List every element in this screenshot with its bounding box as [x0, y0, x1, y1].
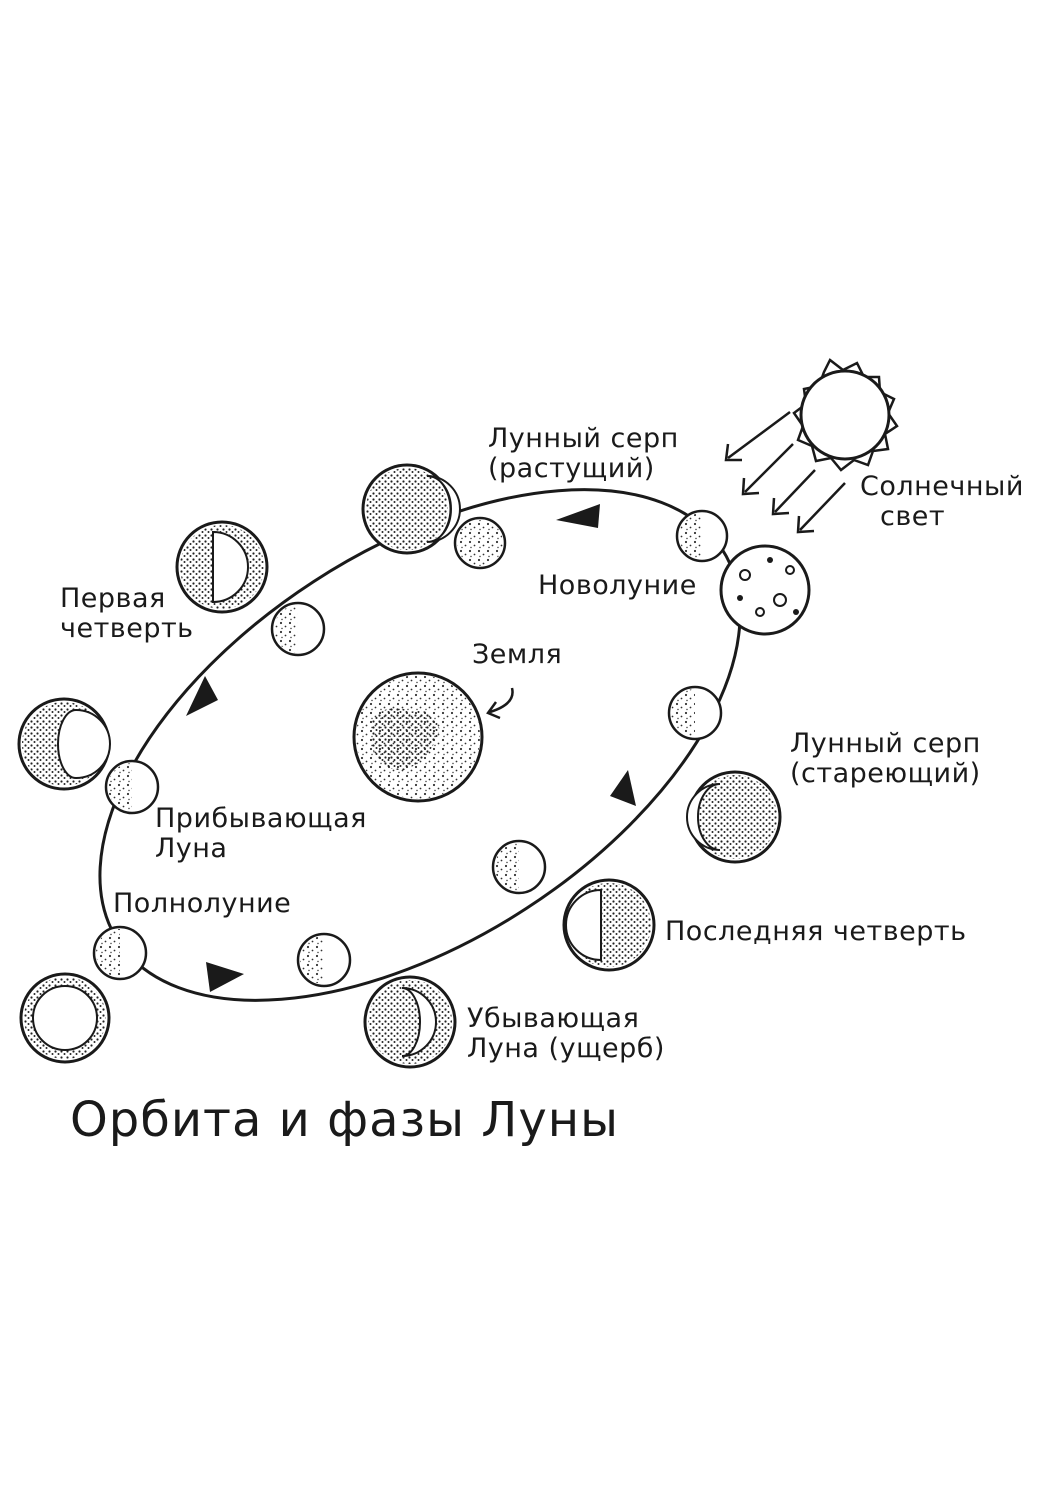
moon-phase-icon: [361, 463, 461, 555]
new-moon: [719, 544, 811, 636]
earth-icon: [352, 671, 484, 803]
moon-phase-icon: [19, 972, 111, 1064]
label-new-moon: Новолуние: [538, 570, 697, 601]
orbit-arrow-icon: [206, 962, 244, 992]
label-earth: Земля: [472, 639, 563, 670]
sunlight-arrow-icon: [771, 469, 816, 516]
earth-pointer-arrow: [486, 687, 514, 720]
label-first-quarter: Первая четверть: [60, 583, 194, 644]
sunlight-arrows: [724, 410, 846, 534]
orbit-moon: [92, 925, 148, 981]
moon-phase-icon: [175, 520, 269, 614]
moon-phase-icon: [562, 878, 656, 972]
orbit-arrow-icon: [610, 770, 636, 806]
moon-phase-icon: [363, 975, 457, 1069]
label-full-moon: Полнолуние: [113, 888, 292, 919]
orbit-moon: [104, 759, 160, 815]
sunlight-arrow-icon: [796, 482, 846, 534]
sunlight-arrow-icon: [741, 443, 794, 496]
label-waning-gibbous: Убывающая Луна (ущерб): [467, 1003, 665, 1064]
orbit-moon: [667, 685, 723, 741]
orbit-moons: [92, 509, 729, 988]
sunlight-arrow-icon: [724, 410, 791, 462]
orbit-moon: [453, 516, 507, 570]
label-last-quarter: Последняя четверть: [665, 916, 967, 947]
moon-phase-icon: [686, 770, 782, 864]
label-waxing-gibbous: Прибывающая Луна: [155, 803, 367, 864]
orbit-moon: [491, 839, 547, 895]
orbit-arrow-icon: [556, 504, 600, 528]
diagram-title: Орбита и фазы Луны: [70, 1092, 620, 1148]
orbit-arrow-icon: [186, 676, 218, 716]
orbit-moon: [675, 509, 729, 563]
orbit-moon: [296, 932, 352, 988]
orbit-moon: [270, 601, 326, 657]
label-waning-crescent: Лунный серп (стареющий): [790, 728, 981, 789]
sun-icon: [792, 358, 899, 472]
moon-phase-icon: [17, 697, 111, 791]
label-waxing-crescent: Лунный серп (растущий): [488, 423, 679, 484]
label-sunlight: Солнечный свет: [860, 471, 1024, 532]
